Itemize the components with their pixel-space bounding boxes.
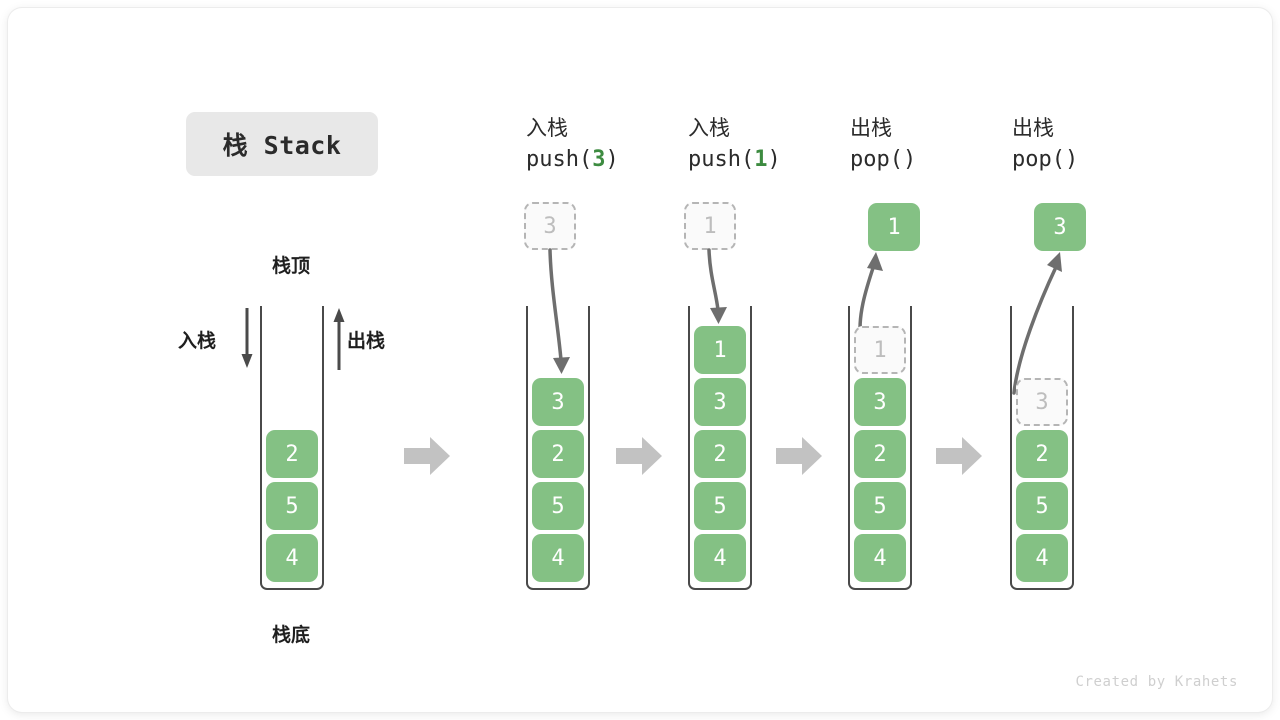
code-prefix: pop( xyxy=(850,147,903,173)
stack-cell: 5 xyxy=(854,482,906,530)
stack-container: 2 5 4 xyxy=(260,306,324,590)
step-arrow-4 xyxy=(936,435,982,477)
popped-cell: 3 xyxy=(1034,203,1086,251)
code-suffix: ) xyxy=(902,147,917,173)
push-direction-arrow xyxy=(236,308,258,370)
footer-credit: Created by Krahets xyxy=(1075,674,1238,690)
code-argument: 3 xyxy=(592,147,606,173)
stack-column-initial: 2 5 4 xyxy=(260,306,324,590)
code-prefix: pop( xyxy=(1012,147,1065,173)
column-header-push-3: 入栈 push(3) xyxy=(526,114,716,175)
stack-cell: 5 xyxy=(1016,482,1068,530)
code-prefix: push( xyxy=(526,147,593,173)
stack-container: 3 2 5 4 xyxy=(1010,306,1074,590)
pop-side-label: 出栈 xyxy=(347,330,386,352)
incoming-ghost-cell: 3 xyxy=(524,202,576,250)
stack-top-label: 栈顶 xyxy=(271,255,310,277)
incoming-ghost-cell: 1 xyxy=(684,202,736,250)
header-code-label: pop() xyxy=(850,145,1040,175)
popped-cell: 1 xyxy=(868,203,920,251)
stack-cell: 3 xyxy=(694,378,746,426)
page-title: 栈 Stack xyxy=(222,131,342,160)
header-code-label: push(3) xyxy=(526,145,716,175)
code-suffix: ) xyxy=(767,147,781,173)
stack-cell: 2 xyxy=(532,430,584,478)
step-arrow-3 xyxy=(776,435,822,477)
diagram-canvas: 栈 Stack 栈顶 入栈 出栈 2 5 4 栈底 入栈 push xyxy=(8,8,1272,712)
vacated-ghost-cell: 1 xyxy=(854,326,906,374)
stack-column-pop-3: 3 2 5 4 xyxy=(1010,306,1074,590)
code-argument: 1 xyxy=(754,147,768,173)
stack-cell: 3 xyxy=(532,378,584,426)
vacated-ghost-cell: 3 xyxy=(1016,378,1068,426)
header-code-label: pop() xyxy=(1012,145,1202,175)
code-suffix: ) xyxy=(1064,147,1079,173)
empty-slot xyxy=(1016,326,1068,374)
stack-bottom-label: 栈底 xyxy=(271,624,310,646)
column-header-pop-3: 出栈 pop() xyxy=(1012,114,1202,175)
header-cn-label: 入栈 xyxy=(688,116,730,140)
stack-cell: 4 xyxy=(1016,534,1068,582)
stack-cell: 2 xyxy=(1016,430,1068,478)
stack-cell: 3 xyxy=(854,378,906,426)
stack-cell: 4 xyxy=(532,534,584,582)
pop-direction-arrow xyxy=(328,308,350,370)
stack-cell: 2 xyxy=(266,430,318,478)
pop-motion-arrow-2 xyxy=(998,251,1078,395)
stack-container: 1 3 2 5 4 xyxy=(848,306,912,590)
code-prefix: push( xyxy=(688,147,755,173)
stack-cell: 4 xyxy=(854,534,906,582)
push-motion-arrow-1 xyxy=(532,248,582,388)
step-arrow-1 xyxy=(404,435,450,477)
stack-cell: 4 xyxy=(694,534,746,582)
stack-cell: 4 xyxy=(266,534,318,582)
stack-cell: 5 xyxy=(266,482,318,530)
stack-container: 3 2 5 4 xyxy=(526,306,590,590)
title-badge: 栈 Stack xyxy=(186,112,378,176)
header-cn-label: 出栈 xyxy=(1012,116,1054,140)
header-code-label: push(1) xyxy=(688,145,878,175)
stack-column-pop-1: 1 3 2 5 4 xyxy=(848,306,912,590)
column-header-pop-1: 出栈 pop() xyxy=(850,114,1040,175)
stack-column-push-3: 3 2 5 4 xyxy=(526,306,590,590)
step-arrow-2 xyxy=(616,435,662,477)
stack-cell: 5 xyxy=(694,482,746,530)
stack-cell: 5 xyxy=(532,482,584,530)
stack-cell: 2 xyxy=(854,430,906,478)
stack-cell: 1 xyxy=(694,326,746,374)
code-suffix: ) xyxy=(605,147,619,173)
header-cn-label: 入栈 xyxy=(526,116,568,140)
column-header-push-1: 入栈 push(1) xyxy=(688,114,878,175)
stack-container: 1 3 2 5 4 xyxy=(688,306,752,590)
push-side-label: 入栈 xyxy=(178,330,217,352)
push-motion-arrow-2 xyxy=(692,248,742,338)
header-cn-label: 出栈 xyxy=(850,116,892,140)
stack-cell: 2 xyxy=(694,430,746,478)
stack-column-push-1: 1 3 2 5 4 xyxy=(688,306,752,590)
